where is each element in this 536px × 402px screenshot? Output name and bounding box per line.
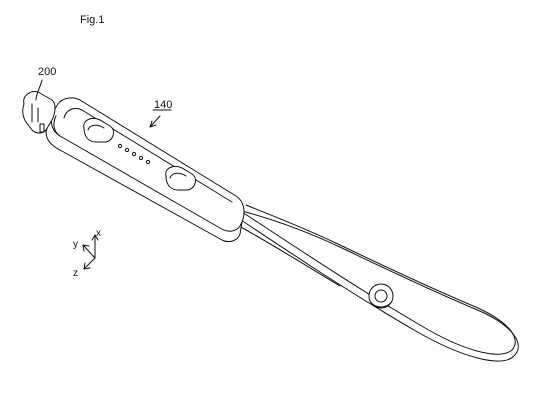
arrow-140	[149, 115, 161, 128]
end-cap	[22, 91, 56, 134]
figure-title: Fig.1	[80, 14, 104, 26]
reference-label-200: 200	[38, 66, 56, 78]
axis-label-x: x	[96, 228, 101, 239]
indicator-dots	[117, 143, 151, 165]
controller-body	[45, 97, 245, 243]
coordinate-axes	[82, 234, 99, 270]
upper-button	[83, 117, 114, 143]
reference-label-140: 140	[154, 99, 172, 111]
axis-label-z: z	[73, 268, 78, 279]
strap-loop	[227, 204, 519, 362]
axis-label-y: y	[73, 239, 78, 250]
strap-slider-bead	[368, 283, 394, 309]
lower-button	[165, 165, 196, 191]
leader-200	[35, 79, 43, 101]
